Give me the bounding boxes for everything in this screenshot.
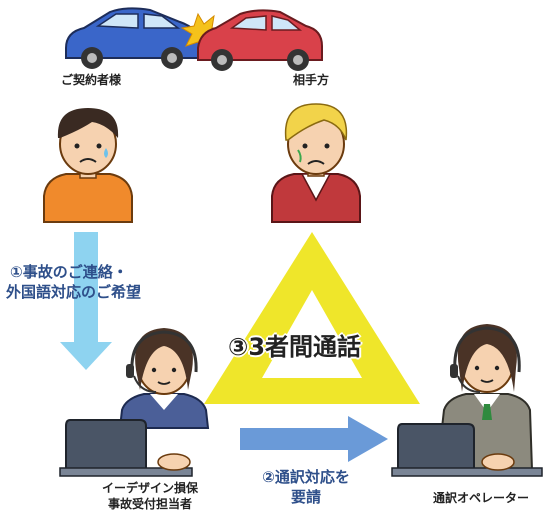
step2-line2: 要請	[290, 488, 321, 506]
three-way-call-triangle	[204, 232, 420, 404]
staff-label-line1: イーデザイン損保	[101, 481, 198, 495]
other-party-person-icon	[271, 103, 361, 223]
staff-monitor-icon	[59, 419, 193, 477]
step1-down-arrow	[60, 232, 112, 370]
step1-line2: 外国語対応のご希望	[6, 283, 142, 301]
other-party-label: 相手方	[292, 73, 329, 87]
red-car-icon	[197, 9, 323, 71]
blue-car-icon	[65, 7, 201, 69]
step3-three-way-call: ③3者間通話	[228, 333, 362, 361]
operator-label: 通訳オペレーター	[432, 491, 529, 505]
step2-right-arrow	[240, 416, 388, 462]
customer-label: ご契約者様	[60, 73, 121, 87]
step1-line1: ①事故のご連絡・	[10, 263, 128, 281]
customer-person-icon	[43, 108, 133, 223]
staff-person-icon	[118, 328, 210, 429]
operator-monitor-icon	[391, 423, 543, 477]
step2-line1: ②通訳対応を	[262, 468, 350, 486]
staff-label-line2: 事故受付担当者	[107, 497, 192, 511]
car-crash-illustration	[65, 7, 323, 71]
